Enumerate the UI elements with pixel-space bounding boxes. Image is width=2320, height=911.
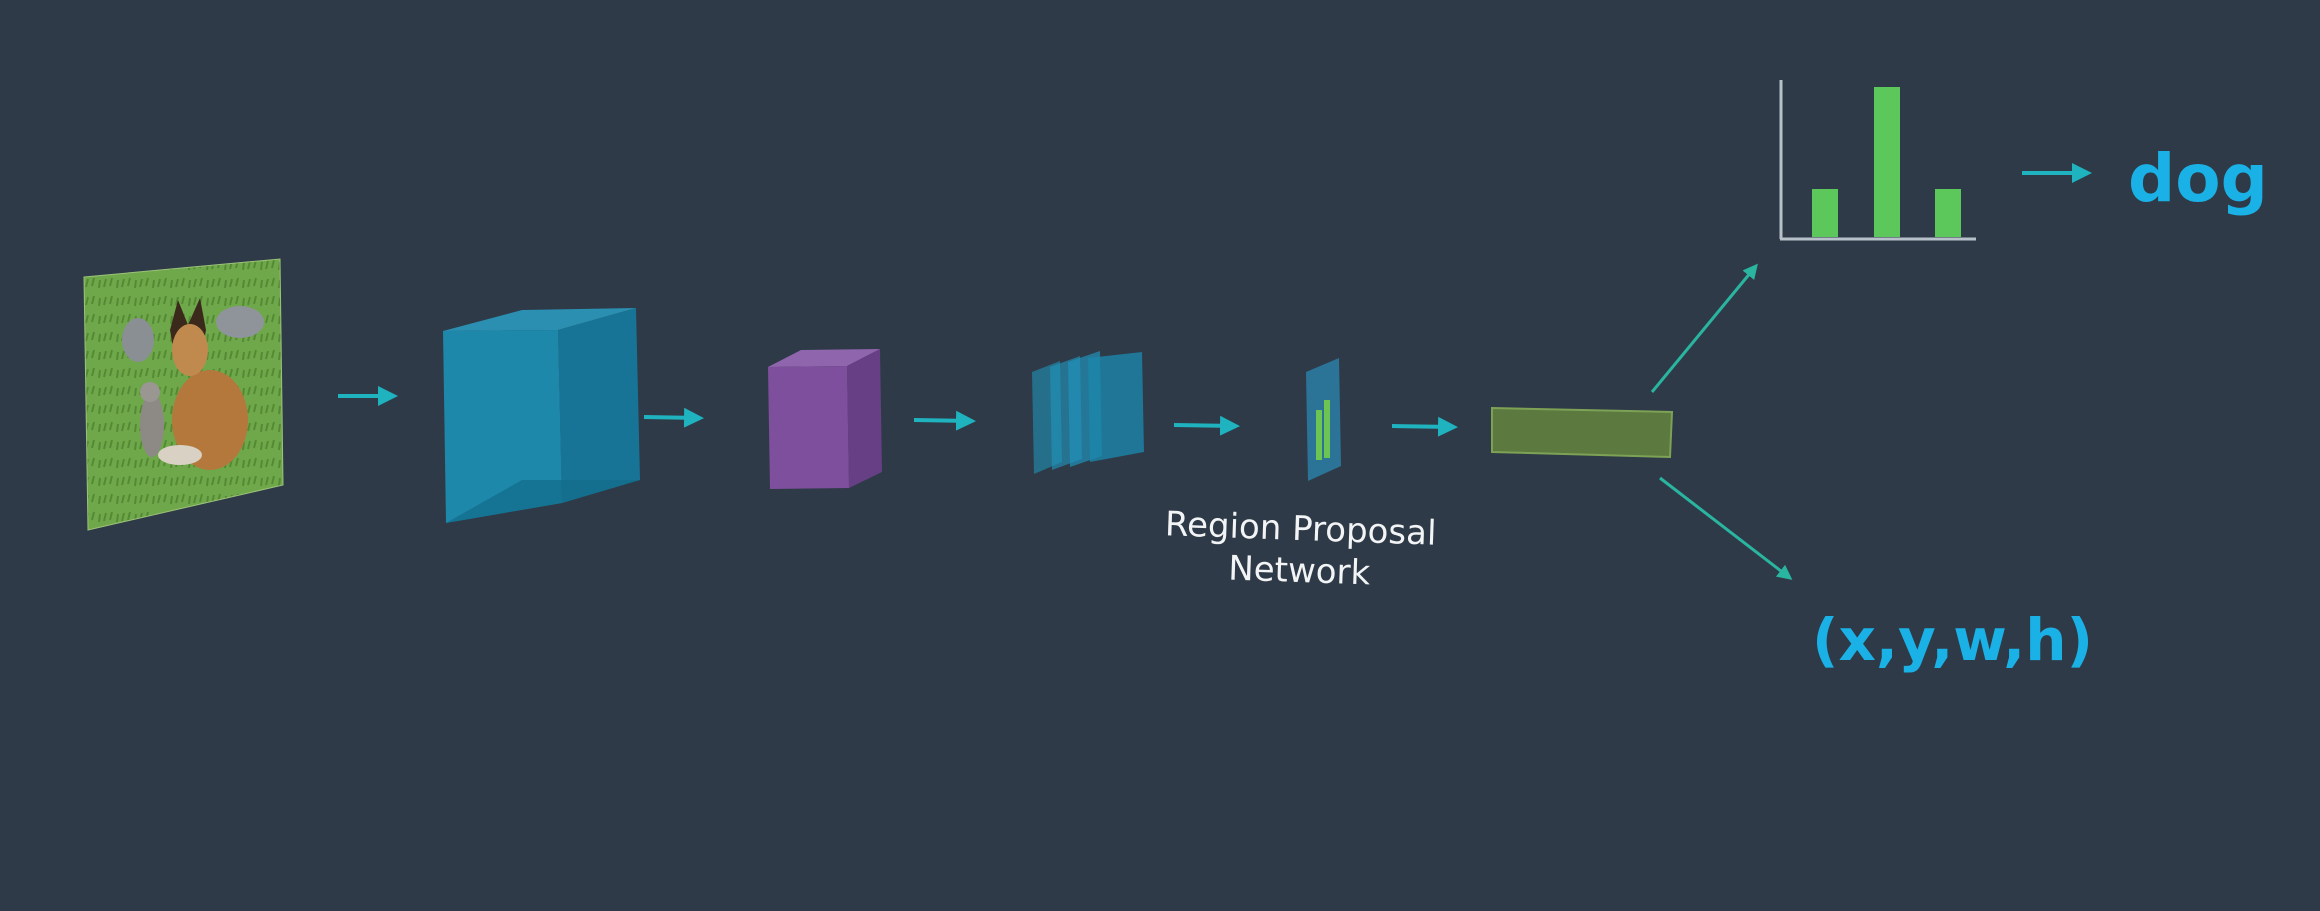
conv-feature-block <box>443 308 640 523</box>
pool-block <box>768 349 882 489</box>
arrow-pool-to-layers <box>913 410 976 431</box>
histogram-bar <box>1812 189 1838 237</box>
arrow-to-bbox <box>1659 476 1793 580</box>
class-score-histogram <box>1779 80 1976 241</box>
histogram-bar <box>1935 189 1961 237</box>
input-image <box>83 258 284 531</box>
histogram-bar <box>1874 87 1900 237</box>
bbox-output-label: (x,y,w,h) <box>1812 606 2093 674</box>
feature-map-stack <box>1032 351 1144 474</box>
arrow-rpn-to-roi <box>1391 416 1458 437</box>
arrow-layers-to-rpn <box>1173 415 1240 436</box>
roi-feature-vector <box>1491 406 1674 459</box>
arrow-to-classifier <box>1650 263 1758 393</box>
arrow-conv-to-pool <box>643 407 704 428</box>
region-proposal-map <box>1306 358 1341 481</box>
region-proposal-network-label: Region Proposal Network <box>1099 501 1502 599</box>
class-output-label: dog <box>2128 140 2268 217</box>
